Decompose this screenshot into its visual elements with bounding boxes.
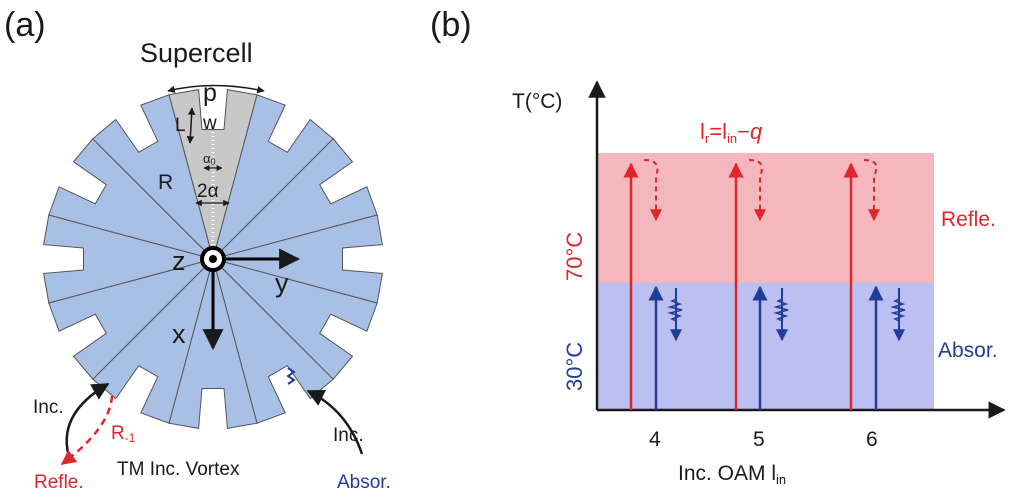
caption-tm-vortex: TM Inc. Vortex	[117, 459, 240, 480]
x-tick-5: 5	[753, 428, 765, 451]
band-30c	[597, 283, 934, 410]
panel-a-label: (a)	[4, 6, 46, 44]
param-w: w	[202, 113, 217, 134]
axis-z-label: z	[172, 246, 186, 276]
param-p: p	[203, 79, 217, 107]
supercell-title: Supercell	[140, 38, 253, 68]
band-70c	[597, 153, 934, 283]
right-inc-label: Inc.	[333, 425, 364, 446]
param-r: R	[158, 171, 173, 194]
formula-lr-lin-q: lr=lin−q	[700, 119, 763, 146]
wavepacket-6	[890, 298, 906, 322]
absorption-squiggle	[286, 367, 296, 385]
axis-y-label: y	[275, 268, 289, 298]
red-dashed-reflect-4	[643, 159, 662, 222]
refle-label: Refle.	[34, 472, 84, 493]
origin-dot	[209, 255, 217, 263]
wavepacket-5	[773, 298, 789, 322]
right-inc-arrow	[306, 389, 364, 455]
b-y-axis-label: T(°C)	[512, 90, 562, 113]
red-dashed-reflect-5	[748, 159, 766, 222]
param-alpha0: α0	[203, 151, 216, 167]
axis-x-label: x	[172, 319, 186, 349]
x-tick-6: 6	[866, 428, 878, 451]
left-inc-label: Inc.	[33, 397, 64, 418]
wavepacket-4	[667, 298, 683, 322]
absor-label: Absor.	[337, 472, 391, 493]
param-l: L	[175, 115, 186, 136]
l-dimension-arrow	[186, 107, 196, 144]
panel-b-label: (b)	[430, 6, 472, 44]
temp-30c-label: 30°C	[562, 342, 587, 391]
p-dimension-arc	[167, 84, 265, 94]
transition-arrows	[623, 159, 906, 410]
refle-band-label: Refle.	[941, 208, 996, 231]
x-tick-4: 4	[649, 428, 661, 451]
metasurface-disk	[43, 89, 383, 429]
temp-70c-label: 70°C	[562, 232, 587, 281]
r-minus-1-label: R-1	[111, 423, 136, 445]
absor-band-label: Absor.	[938, 339, 998, 362]
reflection-arrow	[60, 395, 114, 465]
param-2alpha: 2α	[197, 181, 219, 202]
b-x-axis-label: Inc. OAM lin	[678, 462, 786, 487]
red-dashed-reflect-6	[863, 159, 880, 222]
